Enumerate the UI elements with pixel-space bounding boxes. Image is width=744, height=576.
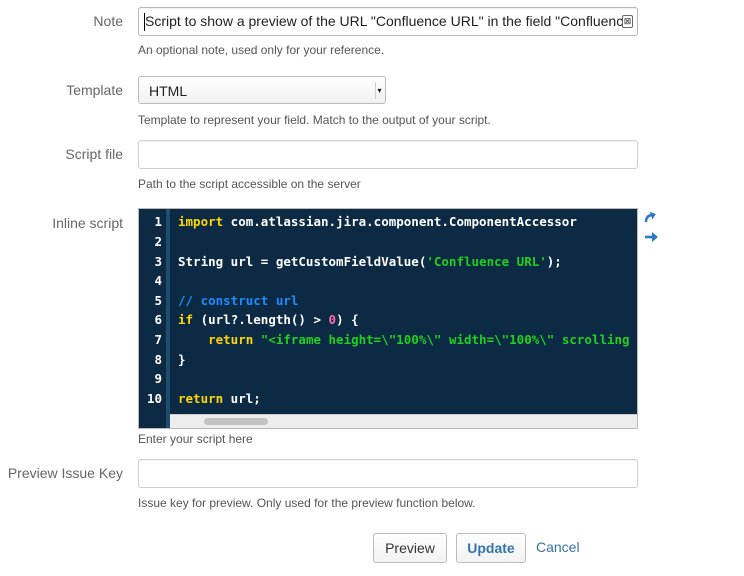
inline-script-help: Enter your script here xyxy=(138,432,253,446)
code-space xyxy=(253,332,261,347)
code-line: return url; xyxy=(178,391,261,406)
expand-icon[interactable] xyxy=(643,209,659,225)
code-indent xyxy=(178,332,208,347)
code-line: import com.atlassian.jira.component.Comp… xyxy=(178,214,577,229)
preview-button[interactable]: Preview xyxy=(373,533,447,563)
code-line: if (url?.length() > 0) { xyxy=(178,312,359,327)
note-label: Note xyxy=(93,13,123,29)
line-number: 7 xyxy=(154,332,162,347)
code-string: 'Confluence URL' xyxy=(426,254,547,269)
line-number: 4 xyxy=(154,273,162,288)
line-number: 6 xyxy=(154,312,162,327)
preview-issue-key-help: Issue key for preview. Only used for the… xyxy=(138,496,476,510)
code-keyword: if xyxy=(178,312,194,327)
script-file-label: Script file xyxy=(65,146,123,162)
template-label: Template xyxy=(66,82,123,98)
code-text: ) { xyxy=(336,312,359,327)
line-number: 9 xyxy=(154,371,162,386)
line-number-gutter: 1 2 3 4 5 6 7 8 9 10 xyxy=(139,209,170,428)
code-keyword: return xyxy=(208,332,254,347)
code-text: } xyxy=(178,352,186,367)
code-number: 0 xyxy=(328,312,337,327)
code-text: String url = getCustomFieldValue( xyxy=(178,254,427,269)
code-area[interactable]: import com.atlassian.jira.component.Comp… xyxy=(178,209,637,428)
code-text: url; xyxy=(223,391,261,406)
code-comment: // construct url xyxy=(178,293,299,308)
script-file-input[interactable] xyxy=(138,140,638,169)
code-line: } xyxy=(178,352,186,367)
note-field[interactable]: Script to show a preview of the URL "Con… xyxy=(138,7,638,36)
code-line: String url = getCustomFieldValue('Conflu… xyxy=(178,254,562,269)
line-number: 1 xyxy=(154,214,162,229)
cancel-link[interactable]: Cancel xyxy=(536,539,580,555)
code-text: (url?.length() > xyxy=(193,312,329,327)
code-text: ); xyxy=(546,254,562,269)
line-number: 3 xyxy=(154,254,162,269)
line-number: 10 xyxy=(146,391,162,406)
code-keyword: return xyxy=(178,391,224,406)
line-number: 8 xyxy=(154,352,162,367)
code-line: return "<iframe height=\"100%\" width=\"… xyxy=(178,332,630,347)
code-text: com.atlassian.jira.component.ComponentAc… xyxy=(223,214,577,229)
text-caret xyxy=(144,13,145,31)
note-value: Script to show a preview of the URL "Con… xyxy=(145,13,631,29)
code-string: "<iframe height=\"100%\" width=\"100%\" … xyxy=(260,332,630,347)
code-keyword: import xyxy=(178,214,224,229)
code-line: // construct url xyxy=(178,293,298,308)
line-number: 5 xyxy=(154,293,162,308)
preview-issue-key-label: Preview Issue Key xyxy=(7,465,123,481)
clear-icon[interactable]: ⊠ xyxy=(622,15,633,28)
chevron-down-icon[interactable]: ▾ xyxy=(375,82,383,99)
template-select[interactable]: HTML ▾ xyxy=(138,76,386,104)
inline-script-label: Inline script xyxy=(52,215,123,231)
template-selected-value: HTML xyxy=(149,83,188,99)
update-button[interactable]: Update xyxy=(456,533,526,563)
arrow-right-icon[interactable] xyxy=(643,229,659,245)
preview-issue-key-input[interactable] xyxy=(138,459,638,488)
scrollbar-thumb[interactable] xyxy=(204,418,268,425)
note-help: An optional note, used only for your ref… xyxy=(138,43,385,57)
code-editor[interactable]: 1 2 3 4 5 6 7 8 9 10 import com.atlassia… xyxy=(138,208,638,429)
template-help: Template to represent your field. Match … xyxy=(138,113,491,127)
horizontal-scrollbar[interactable] xyxy=(170,414,637,428)
line-number: 2 xyxy=(154,234,162,249)
script-file-help: Path to the script accessible on the ser… xyxy=(138,177,361,191)
